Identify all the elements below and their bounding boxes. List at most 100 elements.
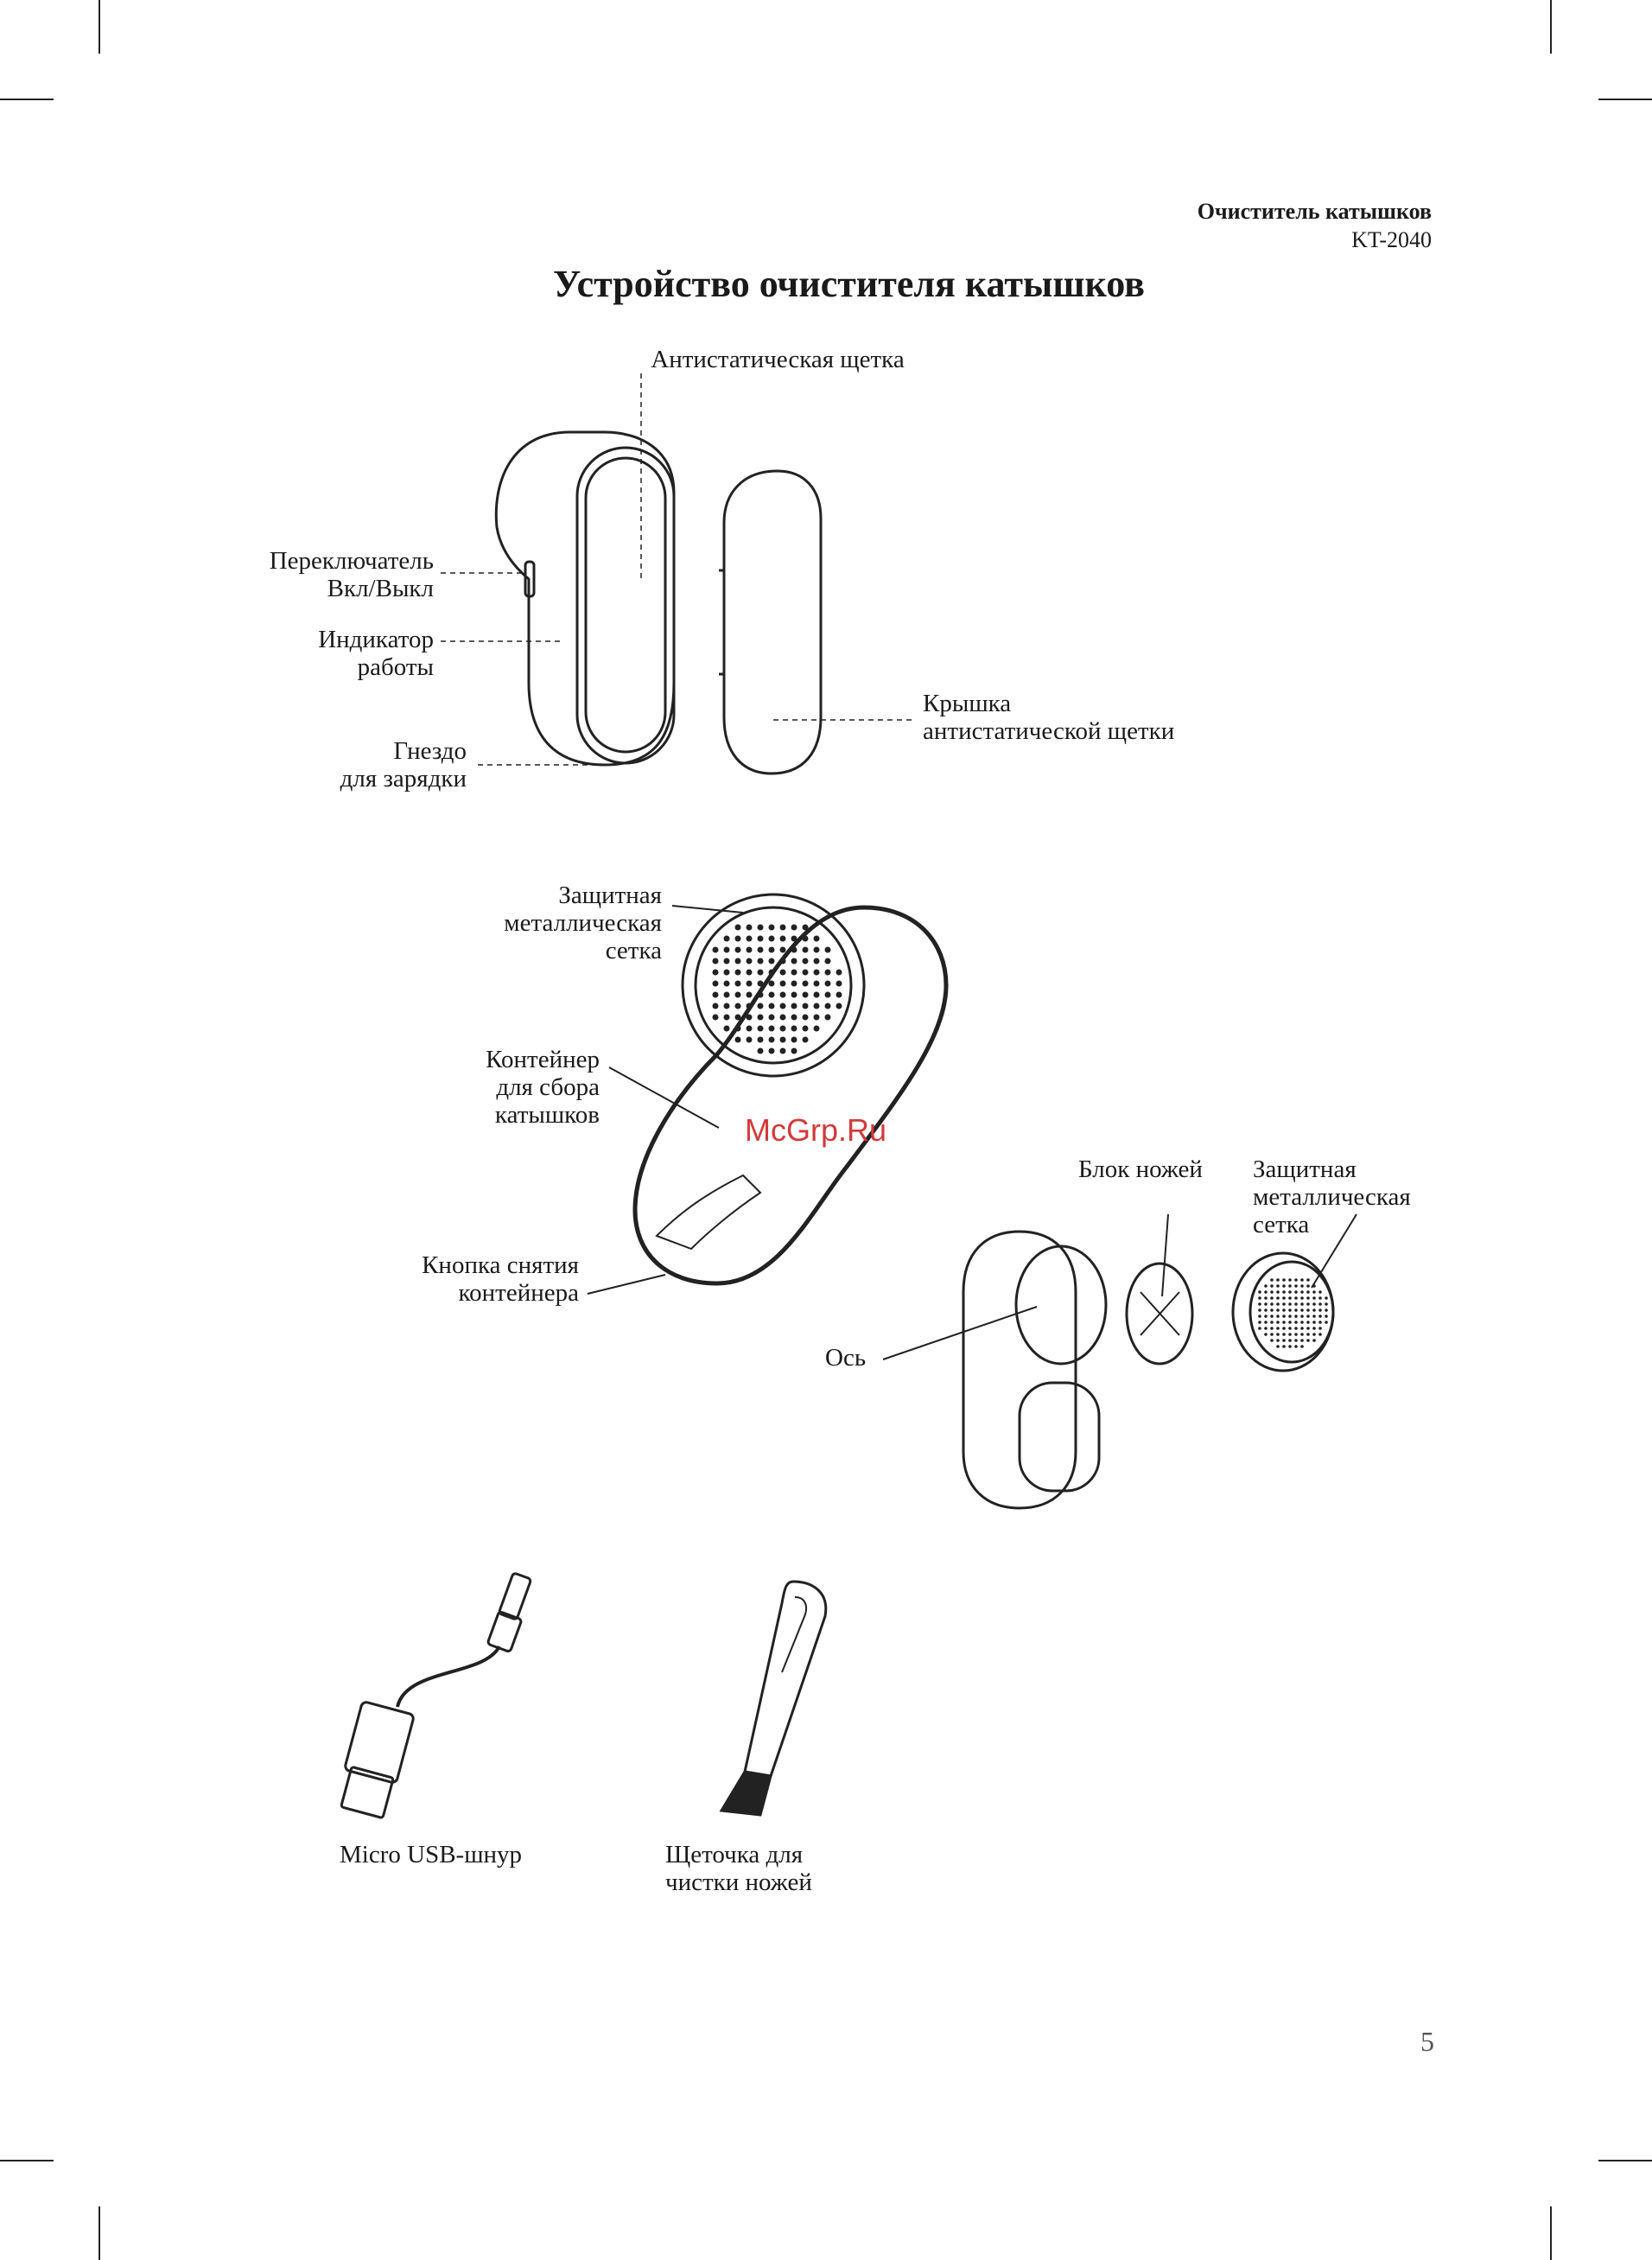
mesh-hole: [836, 969, 842, 976]
mesh-hole: [791, 946, 797, 953]
mesh-hole: [779, 1036, 786, 1043]
mesh-hole: [1312, 1315, 1316, 1318]
mesh-hole: [734, 935, 741, 942]
mesh-hole: [836, 991, 842, 998]
mesh-hole: [1270, 1278, 1274, 1282]
mesh-hole: [723, 958, 730, 964]
mesh-hole: [757, 958, 764, 964]
mesh-hole: [813, 1014, 820, 1021]
mesh-hole: [734, 1014, 741, 1021]
micro-usb-cable-drawing: [340, 1572, 532, 1819]
mesh-hole: [734, 1003, 741, 1009]
label-work-indicator: Индикатор работы: [318, 626, 434, 681]
mesh-hole: [1270, 1315, 1274, 1318]
mesh-hole: [1294, 1321, 1298, 1324]
mesh-hole: [746, 1036, 753, 1043]
mesh-hole: [1258, 1321, 1261, 1324]
mesh-hole: [813, 980, 820, 987]
mesh-hole: [1306, 1327, 1310, 1330]
mesh-hole: [791, 1003, 797, 1009]
mesh-hole: [813, 969, 820, 976]
mesh-hole: [1318, 1321, 1322, 1324]
label-power-switch: Переключатель Вкл/Выкл: [269, 547, 434, 602]
mesh-hole: [746, 946, 753, 953]
mesh-hole: [1270, 1308, 1274, 1312]
mesh-hole: [1270, 1333, 1274, 1336]
mesh-holes-2: [1258, 1278, 1328, 1348]
mesh-hole: [779, 958, 786, 964]
mesh-hole: [1276, 1321, 1280, 1324]
mesh-hole: [1264, 1284, 1268, 1288]
label-brush-cover: Крышка антистатической щетки: [923, 690, 1175, 745]
mesh-hole: [712, 991, 719, 998]
mesh-hole: [779, 980, 786, 987]
mesh-hole: [1276, 1333, 1280, 1336]
mesh-hole: [779, 1047, 786, 1054]
mesh-hole: [1306, 1339, 1310, 1342]
mesh-hole: [824, 946, 831, 953]
mesh-hole: [757, 969, 764, 976]
mesh-hole: [723, 946, 730, 953]
mesh-hole: [1312, 1339, 1316, 1342]
mesh-hole: [1288, 1296, 1292, 1300]
mesh-hole: [1288, 1284, 1292, 1288]
mesh-hole: [824, 1014, 831, 1021]
mesh-hole: [734, 958, 741, 964]
header-model-number: KT-2040: [1351, 227, 1432, 252]
mesh-hole: [791, 924, 797, 931]
mesh-hole: [1300, 1308, 1304, 1312]
mesh-hole: [1282, 1302, 1286, 1306]
mesh-hole: [768, 1047, 775, 1054]
label-charging-socket: Гнездо для зарядки: [340, 737, 467, 793]
mesh-hole: [1294, 1345, 1298, 1348]
mesh-hole: [1276, 1290, 1280, 1294]
mesh-hole: [1312, 1290, 1316, 1294]
mesh-hole: [1300, 1296, 1304, 1300]
mesh-hole: [1264, 1296, 1268, 1300]
mesh-hole: [802, 991, 809, 998]
mesh-hole: [1300, 1284, 1304, 1288]
mesh-hole: [1270, 1302, 1274, 1306]
mesh-hole: [757, 980, 764, 987]
mesh-hole: [734, 969, 741, 976]
mesh-hole: [1264, 1308, 1268, 1312]
mesh-hole: [1294, 1327, 1298, 1330]
mesh-hole: [768, 991, 775, 998]
mesh-hole: [723, 980, 730, 987]
mesh-hole: [734, 980, 741, 987]
mesh-hole: [1276, 1327, 1280, 1330]
mesh-hole: [1294, 1284, 1298, 1288]
mesh-hole: [1270, 1327, 1274, 1330]
mesh-hole: [1300, 1290, 1304, 1294]
mesh-hole: [734, 991, 741, 998]
mesh-hole: [1318, 1302, 1322, 1306]
mesh-hole: [791, 1047, 797, 1054]
mesh-hole: [1276, 1278, 1280, 1282]
mesh-hole: [1318, 1296, 1322, 1300]
mesh-hole: [757, 1025, 764, 1032]
page-number: 5: [1420, 2026, 1434, 2057]
mesh-hole: [1288, 1302, 1292, 1306]
mesh-hole: [791, 980, 797, 987]
mesh-hole: [1282, 1308, 1286, 1312]
mesh-hole: [1288, 1278, 1292, 1282]
mesh-hole: [1294, 1278, 1298, 1282]
mesh-hole: [712, 1014, 719, 1021]
mesh-hole: [813, 1025, 820, 1032]
mesh-hole: [802, 958, 809, 964]
label-blade-unit: Блок ножей: [1078, 1155, 1203, 1183]
mesh-hole: [779, 924, 786, 931]
mesh-hole: [712, 969, 719, 976]
mesh-hole: [802, 924, 809, 931]
mesh-hole: [824, 1003, 831, 1009]
mesh-hole: [1300, 1339, 1304, 1342]
mesh-hole: [1306, 1315, 1310, 1318]
mesh-hole: [723, 1003, 730, 1009]
mesh-hole: [1264, 1302, 1268, 1306]
mesh-hole: [824, 980, 831, 987]
mesh-hole: [813, 946, 820, 953]
mesh-hole: [1312, 1321, 1316, 1324]
label-axis: Ось: [825, 1344, 867, 1372]
mesh-hole: [1300, 1278, 1304, 1282]
